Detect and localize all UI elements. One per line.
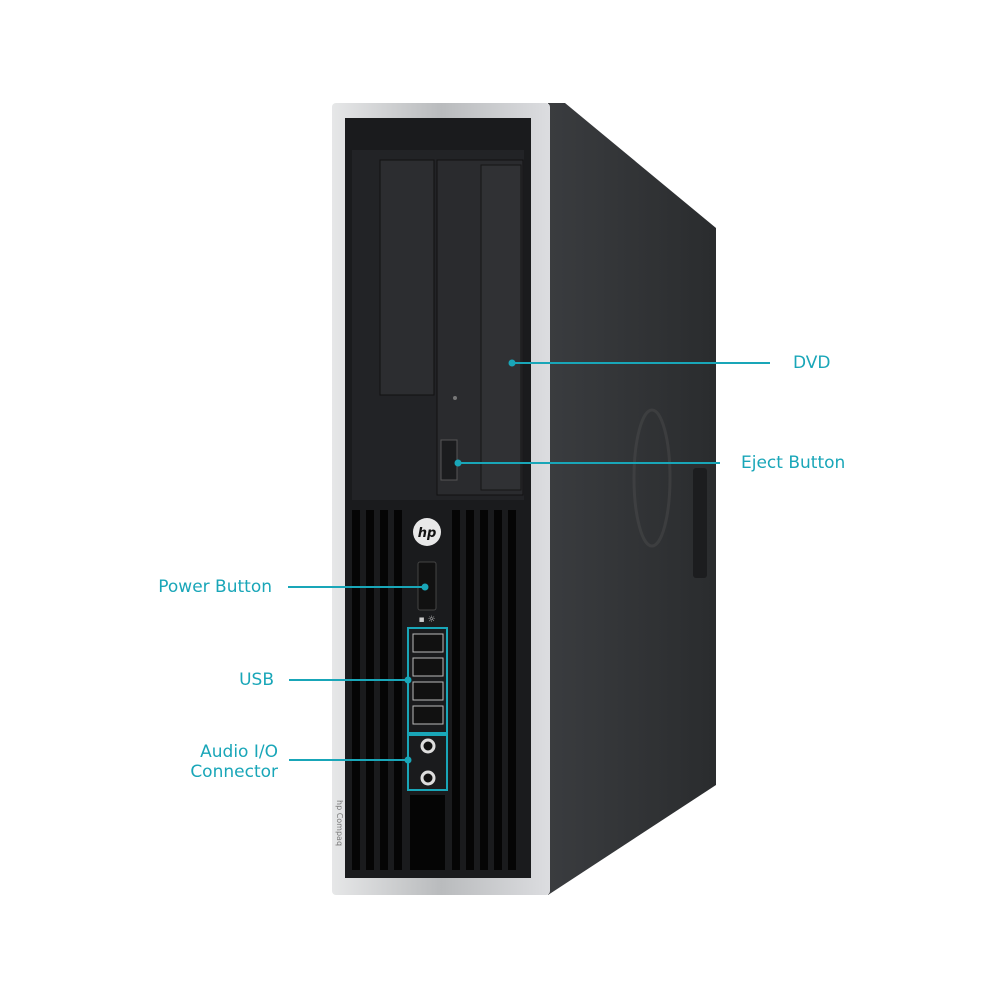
callout-power-button: Power Button [158,577,272,597]
side-panel [548,103,716,895]
side-hp-logo [632,408,672,548]
callout-dvd: DVD [793,353,831,373]
usb-ports [412,633,444,725]
callout-dots [404,359,516,764]
callout-audio-line1: Audio I/O [200,742,278,762]
callout-usb: USB [239,670,274,690]
blank-bay [379,159,435,396]
bezel-brand-text: hp Compaq [335,800,344,846]
callout-audio: Audio I/O Connector [190,742,278,782]
hp-logo [413,518,441,546]
callout-lines [288,362,770,791]
svg-text:▪ ☼: ▪ ☼ [418,615,435,625]
callout-audio-line2: Connector [190,762,278,782]
side-handle [693,468,707,578]
vent-grille [352,510,516,870]
eject-button[interactable] [440,439,458,481]
svg-text:hp: hp [418,526,437,541]
audio-jacks [420,738,436,786]
callout-eject-button: Eject Button [741,453,846,473]
